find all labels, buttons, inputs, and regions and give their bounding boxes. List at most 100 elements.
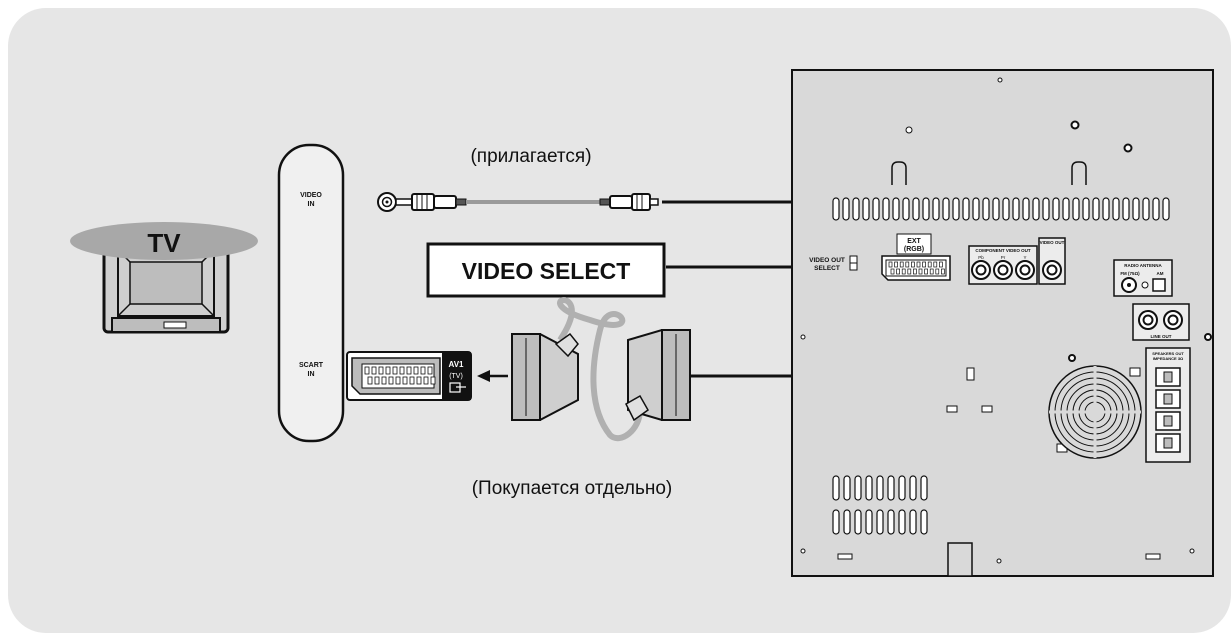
vent-slot bbox=[992, 197, 1000, 221]
scart-pin bbox=[427, 366, 433, 375]
scart-pin bbox=[371, 366, 377, 375]
vent-slot bbox=[865, 509, 873, 535]
tv-input-panel: VIDEO IN SCART IN bbox=[277, 143, 345, 443]
scart-pin bbox=[367, 376, 373, 385]
vent-slot bbox=[887, 509, 895, 535]
vent-slot bbox=[1032, 197, 1040, 221]
am-label: AM bbox=[1157, 271, 1164, 276]
vent-slot bbox=[876, 475, 884, 501]
ventilation-bottom bbox=[832, 475, 928, 535]
vent-slot bbox=[952, 197, 960, 221]
vent-slot bbox=[898, 509, 906, 535]
ext-pin bbox=[929, 268, 934, 275]
ext-pin bbox=[907, 268, 912, 275]
tv-label: TV bbox=[147, 228, 181, 258]
ext-pin bbox=[935, 268, 940, 275]
ext-label-box bbox=[896, 233, 932, 255]
vent-slot bbox=[1002, 197, 1010, 221]
video-in-label-2: IN bbox=[308, 201, 315, 208]
vent-slot bbox=[843, 509, 851, 535]
video-out-label: VIDEO OUT bbox=[1040, 240, 1065, 245]
ext-scart-socket bbox=[881, 255, 951, 281]
vent-slot bbox=[832, 475, 840, 501]
vent-slot bbox=[1012, 197, 1020, 221]
vent-slot bbox=[842, 197, 850, 221]
vent-slot bbox=[854, 509, 862, 535]
vent-slot bbox=[1092, 197, 1100, 221]
vent-slot bbox=[1082, 197, 1090, 221]
component-jack-pr-label: Pr bbox=[1001, 255, 1006, 260]
component-jack-pb-label: Pb bbox=[978, 255, 984, 260]
vent-slot bbox=[898, 475, 906, 501]
vent-slot bbox=[843, 475, 851, 501]
fm-label: FM (75Ω) bbox=[1120, 271, 1140, 276]
scart-pin bbox=[430, 376, 436, 385]
scart-pin bbox=[378, 366, 384, 375]
vent-slot bbox=[912, 197, 920, 221]
vent-slot bbox=[832, 509, 840, 535]
vent-slot bbox=[922, 197, 930, 221]
component-jack-y-label: Y bbox=[1023, 255, 1026, 260]
video-in-label-1: VIDEO bbox=[300, 192, 322, 199]
vent-slot bbox=[932, 197, 940, 221]
vent-slot bbox=[942, 197, 950, 221]
ext-pin bbox=[894, 261, 898, 268]
scart-pin bbox=[385, 366, 391, 375]
scart-arrow-head bbox=[477, 370, 490, 382]
vent-slot bbox=[902, 197, 910, 221]
scart-in-label-1: SCART bbox=[299, 362, 324, 369]
vent-slot bbox=[920, 475, 928, 501]
vent-slot bbox=[1072, 197, 1080, 221]
rca-cable bbox=[377, 192, 659, 212]
vent-slot bbox=[865, 475, 873, 501]
vent-slot bbox=[1112, 197, 1120, 221]
component-video-out-label: COMPONENT VIDEO OUT bbox=[975, 248, 1031, 253]
av1-tv-label: (TV) bbox=[449, 373, 463, 380]
vent-slot bbox=[854, 475, 862, 501]
vent-slot bbox=[887, 475, 895, 501]
ext-pin bbox=[918, 268, 923, 275]
line-out-label: LINE OUT bbox=[1151, 334, 1172, 339]
vent-slot bbox=[852, 197, 860, 221]
vent-slot bbox=[1132, 197, 1140, 221]
video-select-label: VIDEO SELECT bbox=[462, 258, 631, 284]
vent-slot bbox=[1052, 197, 1060, 221]
vent-slot bbox=[872, 197, 880, 221]
scart-pin bbox=[374, 376, 380, 385]
speakers-impedance-label: IMPEDANCE 3Ω bbox=[1153, 356, 1184, 361]
ext-pin bbox=[927, 261, 932, 268]
scart-in-label-2: IN bbox=[308, 371, 315, 378]
vent-slot bbox=[1022, 197, 1030, 221]
scart-pin bbox=[409, 376, 415, 385]
ext-pins bbox=[888, 261, 945, 275]
scart-pin bbox=[395, 376, 401, 385]
scart-pin bbox=[402, 376, 408, 385]
scart-pin bbox=[392, 366, 398, 375]
scart-cable bbox=[511, 297, 691, 442]
scart-pin bbox=[416, 376, 422, 385]
ext-pin bbox=[941, 268, 945, 275]
vent-slot bbox=[1162, 197, 1170, 221]
ext-pin bbox=[888, 261, 893, 268]
ext-label: EXT bbox=[907, 238, 921, 245]
scart-pin bbox=[388, 376, 394, 385]
scart-pin bbox=[413, 366, 419, 375]
vent-slot bbox=[1042, 197, 1050, 221]
vent-slot bbox=[892, 197, 900, 221]
ext-pin bbox=[922, 261, 926, 268]
scart-pins bbox=[364, 366, 436, 385]
av1-label: AV1 bbox=[449, 360, 465, 369]
vent-slot bbox=[1152, 197, 1160, 221]
tv-illustration: TV bbox=[70, 222, 258, 334]
ext-pin bbox=[890, 268, 895, 275]
vent-slot bbox=[962, 197, 970, 221]
vent-slot bbox=[1102, 197, 1110, 221]
scart-pin bbox=[406, 366, 412, 375]
radio-antenna-label: RADIO ANTENNA bbox=[1124, 263, 1162, 268]
ext-pin bbox=[899, 261, 904, 268]
tv-oval bbox=[70, 222, 258, 260]
video-out-select-label-2: SELECT bbox=[814, 265, 840, 272]
scart-pin bbox=[399, 366, 405, 375]
ext-rgb-label: (RGB) bbox=[904, 246, 924, 253]
